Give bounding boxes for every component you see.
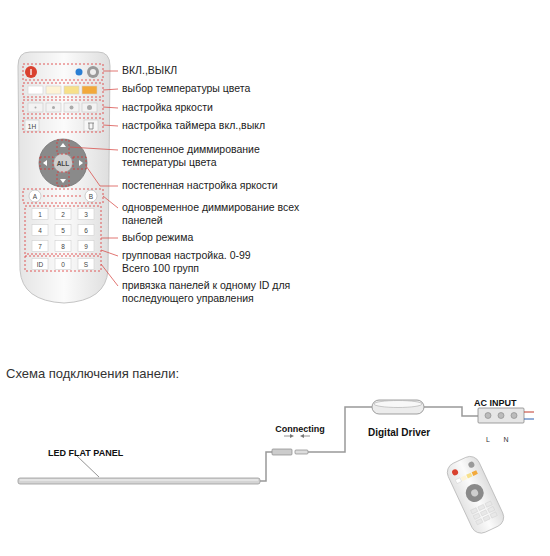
callout-text: выбор температуры цвета: [122, 82, 250, 95]
callout-text: постепенная настройка яркости: [122, 179, 278, 192]
cable: [260, 452, 272, 481]
led-panel: LED FLAT PANEL: [15, 442, 260, 490]
connector-plug: Connecting: [272, 418, 328, 458]
callout-text: ВКЛ.,ВЫКЛ: [122, 64, 177, 77]
digital-driver: Digital Driver: [368, 396, 437, 440]
button-label: 9: [84, 243, 88, 250]
button-label: B: [89, 193, 93, 200]
button-label: 6: [84, 227, 88, 234]
button-label: ALL: [57, 160, 70, 167]
button-label: 4: [38, 227, 42, 234]
button-label: 3: [84, 211, 88, 218]
button-label: A: [33, 193, 37, 200]
button-label: 0: [61, 261, 65, 268]
section-title: Схема подключения панели:: [6, 366, 179, 382]
ac-input-terminal: AC INPUT: [474, 392, 536, 432]
button-label: 1: [38, 211, 42, 218]
node-label: LED FLAT PANEL: [48, 448, 123, 459]
button-label: 5: [61, 227, 65, 234]
button-label: ID: [37, 261, 44, 268]
button-label: S: [84, 261, 88, 268]
button-label: 1H: [28, 122, 36, 129]
button-label: 2: [61, 211, 65, 218]
callout-text: групповая настройка. 0-99 Всего 100 груп…: [122, 249, 257, 275]
button-label: 7: [38, 243, 42, 250]
cable: [437, 407, 474, 416]
callout-text: привязка панелей к одному ID для последу…: [122, 279, 312, 305]
terminal-label: L: [486, 436, 490, 444]
node-label: AC INPUT: [474, 398, 517, 409]
callout-text: настройка яркости: [122, 101, 213, 114]
node-label: Digital Driver: [368, 427, 430, 439]
callout-text: постепенное диммирование температуры цве…: [122, 143, 267, 169]
terminal-label: N: [503, 436, 508, 444]
node-label: Connecting: [275, 424, 325, 435]
callout-text: настройка таймера вкл.,выкл: [122, 119, 265, 132]
callout-text: выбор режима: [122, 231, 193, 244]
callout-text: одновременное диммирование всех панелей: [122, 201, 302, 227]
cable: [328, 407, 368, 452]
button-label: 8: [61, 243, 65, 250]
